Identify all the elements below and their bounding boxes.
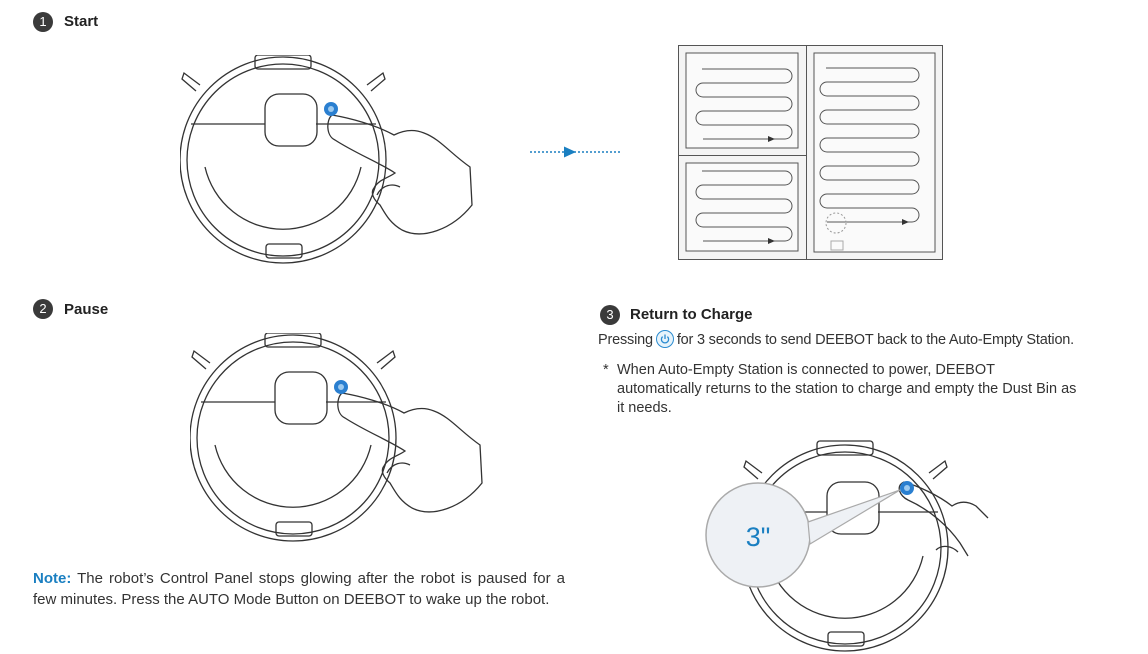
dotted-arrow-icon: [530, 146, 622, 158]
robot-start-illustration: [180, 55, 473, 264]
step-2-number: 2: [33, 299, 53, 319]
bullet-mark: *: [603, 362, 609, 378]
instruction-before: Pressing: [598, 332, 653, 348]
robot-return-illustration: 3": [705, 440, 989, 652]
return-instruction: Pressing for 3 seconds to send DEEBOT bac…: [598, 330, 1148, 350]
step-1-title: Start: [64, 13, 99, 30]
cleaning-path-map: [678, 45, 943, 260]
note-paragraph: Note: The robot’s Control Panel stops gl…: [33, 568, 565, 610]
bullet-text: When Auto-Empty Station is connected to …: [617, 362, 1077, 416]
step-3-number: 3: [600, 305, 620, 325]
step-1-number: 1: [33, 12, 53, 32]
note-text: The robot’s Control Panel stops glowing …: [33, 570, 565, 608]
step-3-title: Return to Charge: [630, 306, 753, 323]
hold-duration-label: 3": [746, 522, 771, 552]
power-icon: [655, 330, 674, 348]
robot-pause-illustration: [190, 333, 483, 542]
note-label: Note:: [33, 570, 72, 587]
step-2-title: Pause: [64, 301, 109, 318]
instruction-after: for 3 seconds to send DEEBOT back to the…: [676, 332, 1075, 348]
